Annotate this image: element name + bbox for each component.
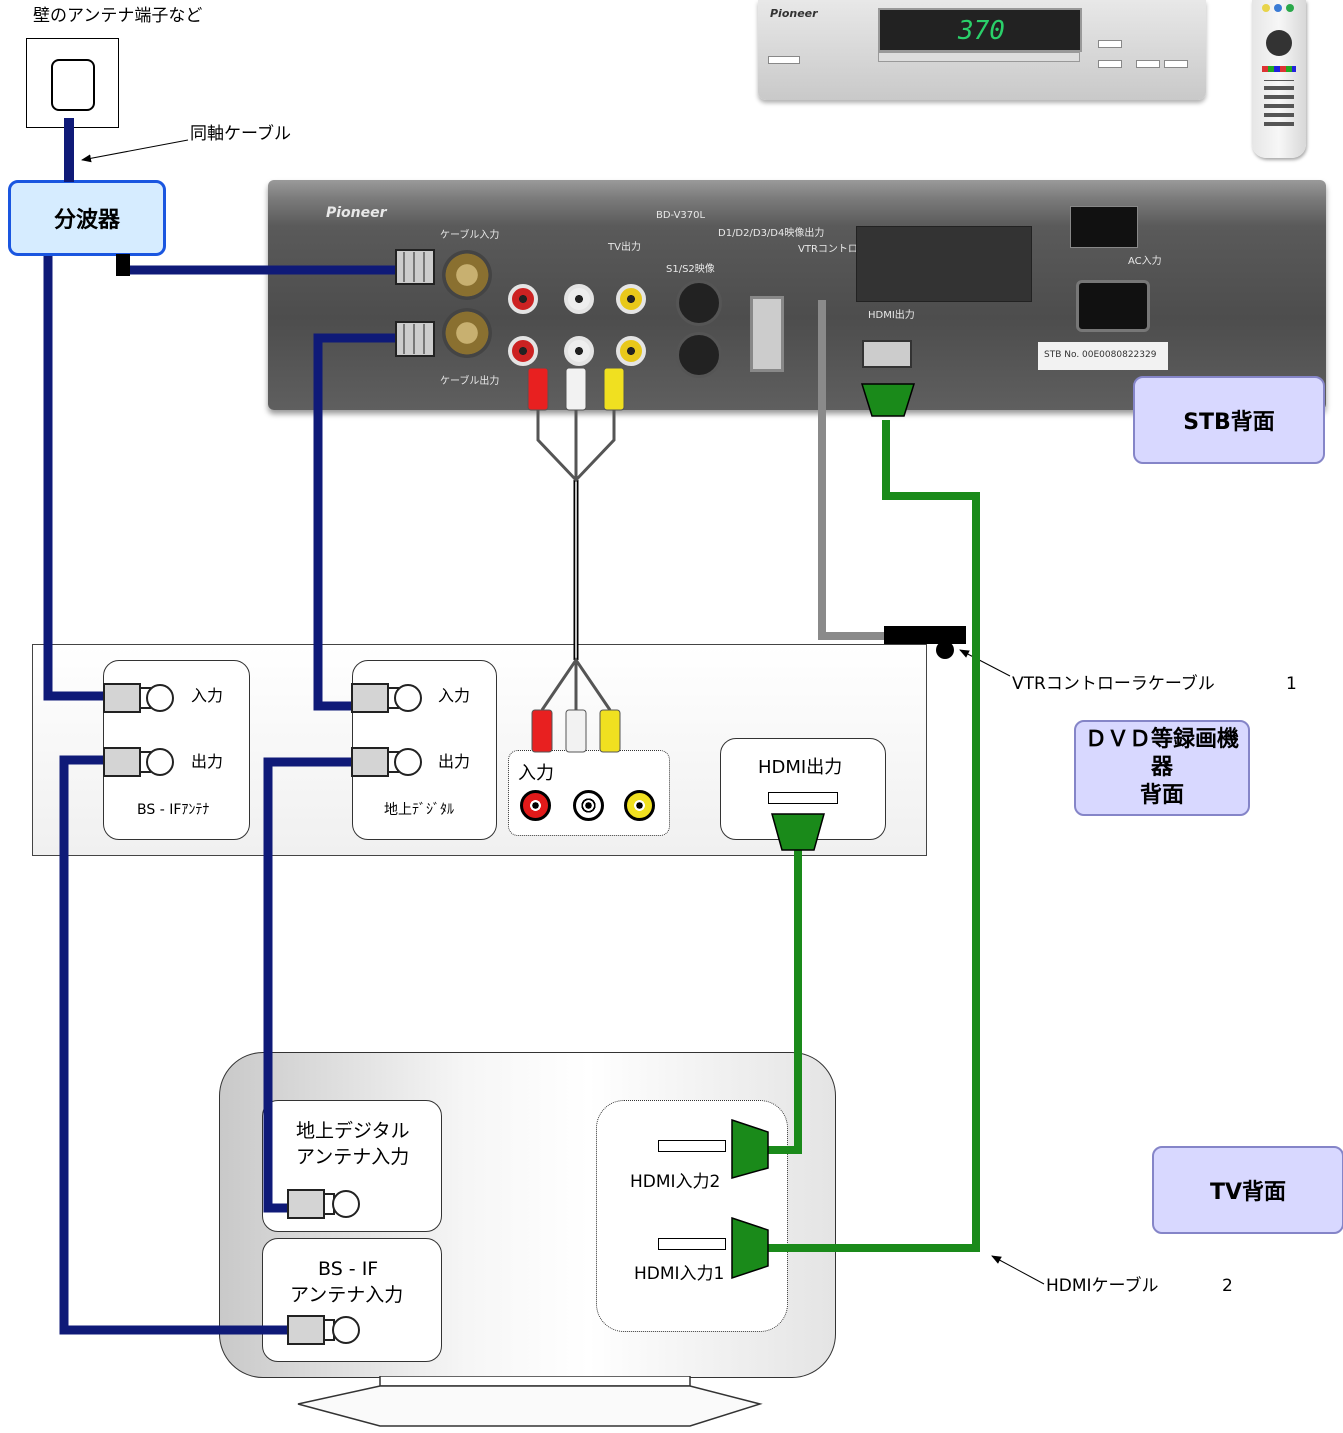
stb-front-brand: Pioneer (770, 7, 818, 20)
tv-bs-in-connector (287, 1315, 360, 1345)
tv-terr-label-1: 地上デジタル (296, 1120, 410, 1142)
stb-vtr-label: VTRコントローラ (798, 244, 878, 255)
splitter: 分波器 (8, 180, 166, 256)
stb-cable-out-label: ケーブル出力 (440, 376, 500, 387)
tv-terr-label-2: アンテナ入力 (296, 1146, 410, 1168)
tv-hdmi-plug-1 (731, 1216, 769, 1280)
hdmi-cable-number: 2 (1222, 1276, 1233, 1296)
dvd-terr-out-label: 出力 (438, 752, 471, 771)
stb-rca-white-2 (564, 336, 594, 366)
stb-cable-in-label: ケーブル入力 (440, 230, 500, 241)
stb-tv-out-label: TV出力 (608, 242, 641, 253)
dvd-av-input-label: 入力 (518, 763, 554, 784)
stb-display-digits: 370 (958, 16, 1005, 46)
dvd-terr-in-label: 入力 (438, 686, 471, 705)
stb-cable-in-port (442, 250, 492, 300)
stb-back-panel: Pioneer BD-V370L ケーブル入力 ケーブル出力 TV出力 S1/S… (268, 180, 1326, 410)
vtr-controller-cable (818, 300, 892, 640)
tv-terr-in-connector (287, 1189, 360, 1219)
stb-front-display: 370 (878, 8, 1082, 52)
dvd-back-label-line1: ＤＶＤ等録画機器 (1084, 727, 1239, 780)
dvd-terr-out-connector (351, 747, 422, 777)
dvd-back-label: ＤＶＤ等録画機器 背面 (1074, 720, 1250, 816)
remote-control-photo (1252, 0, 1306, 158)
stb-rca-plug-yellow (603, 367, 625, 411)
dvd-bs-group-label: BS - IFｱﾝﾃﾅ (137, 802, 210, 818)
dvd-terr-in-connector (351, 683, 422, 713)
stb-hdmi-out-label: HDMI出力 (868, 310, 915, 321)
stb-ac-inlet (1076, 280, 1150, 332)
tv-back-label: TV背面 (1152, 1146, 1343, 1234)
stb-rca-yellow-1 (616, 284, 646, 314)
stb-svideo-label: S1/S2映像 (666, 264, 715, 275)
tv-hdmi-port-1 (658, 1238, 726, 1250)
hdmi-dvd-to-tv (768, 848, 802, 1154)
dvd-hdmi-output-label: HDMI出力 (758, 757, 843, 778)
stb-ac-in-label: AC入力 (1128, 256, 1162, 267)
dvd-rca-white-jack (573, 790, 604, 821)
dvd-bs-out-connector (103, 747, 174, 777)
stb-svideo-port-2 (676, 332, 722, 378)
dvd-rca-yellow-jack (624, 790, 655, 821)
tv-hdmi-plug-2 (731, 1118, 769, 1179)
coax-dvd-terr-to-tv-terr (263, 757, 356, 1213)
dvd-bs-in-label: 入力 (191, 686, 224, 705)
wall-outlet (26, 38, 119, 128)
dvd-rca-plug-white (565, 709, 587, 753)
coax-splitter-to-stb-in (117, 256, 400, 275)
stb-rca-plug-red (527, 367, 549, 411)
coax-stb-out-to-dvd-terr (313, 333, 400, 711)
dvd-rca-red-jack (520, 790, 551, 821)
stb-svideo-port-1 (676, 280, 722, 326)
stb-brand: Pioneer (326, 205, 387, 221)
dvd-hdmi-plug (771, 813, 825, 851)
stb-rca-plug-white (565, 367, 587, 411)
dvd-bs-out-label: 出力 (191, 752, 224, 771)
stb-hdmi-port (862, 340, 912, 368)
tv-bs-label-2: アンテナ入力 (290, 1284, 404, 1306)
stb-rca-yellow-2 (616, 336, 646, 366)
stb-cable-out-connector (395, 321, 435, 357)
tv-bs-label-1: BS - IF (318, 1258, 379, 1280)
vtr-note-arrow (959, 649, 1011, 677)
stb-serial-sticker: STB No. 00E0080822329 (1038, 342, 1168, 370)
stb-hdmi-plug (860, 383, 916, 417)
stb-cable-in-connector (395, 249, 435, 285)
stb-rca-white-1 (564, 284, 594, 314)
coax-cable-note: 同軸ケーブル (190, 124, 291, 144)
stb-model: BD-V370L (656, 210, 706, 221)
hdmi-cable-note: HDMIケーブル (1046, 1276, 1159, 1296)
stb-warning-sticker (1070, 206, 1138, 248)
stb-front-photo: Pioneer 370 (758, 0, 1206, 100)
dvd-hdmi-port (768, 792, 838, 804)
hdmi-stb-to-tv (768, 420, 980, 1252)
tv-stand (297, 1376, 763, 1427)
dvd-terr-group-label: 地上ﾃﾞｼﾞﾀﾙ (384, 802, 454, 818)
dvd-rca-plug-red (531, 709, 553, 753)
tv-hdmi-port-2 (658, 1140, 726, 1152)
dvd-rca-plug-yellow (599, 709, 621, 753)
wall-socket (51, 59, 95, 111)
dvd-bs-in-connector (103, 683, 174, 713)
stb-black-panel (856, 226, 1032, 302)
tv-hdmi-in2-label: HDMI入力2 (630, 1172, 721, 1192)
stb-rca-red-1 (508, 284, 538, 314)
coax-splitter-to-dvd-bs (43, 256, 108, 701)
vtr-cable-note: VTRコントローラケーブル (1012, 674, 1215, 694)
coax-dvd-bs-to-tv-bs (59, 755, 290, 1335)
coax-note-arrow (81, 139, 189, 163)
wall-outlet-label: 壁のアンテナ端子など (33, 6, 203, 26)
hdmi-note-arrow (991, 1255, 1045, 1285)
dvd-back-label-line2: 背面 (1139, 783, 1184, 808)
vtr-cable-number: 1 (1286, 674, 1297, 694)
splitter-label: 分波器 (53, 208, 120, 233)
stb-back-label: STB背面 (1133, 376, 1325, 464)
stb-d-terminal (750, 296, 784, 372)
stb-rca-red-2 (508, 336, 538, 366)
stb-cable-out-port (442, 308, 492, 358)
tv-hdmi-in1-label: HDMI入力1 (634, 1264, 725, 1284)
stb-d-out-label: D1/D2/D3/D4映像出力 (718, 228, 825, 239)
